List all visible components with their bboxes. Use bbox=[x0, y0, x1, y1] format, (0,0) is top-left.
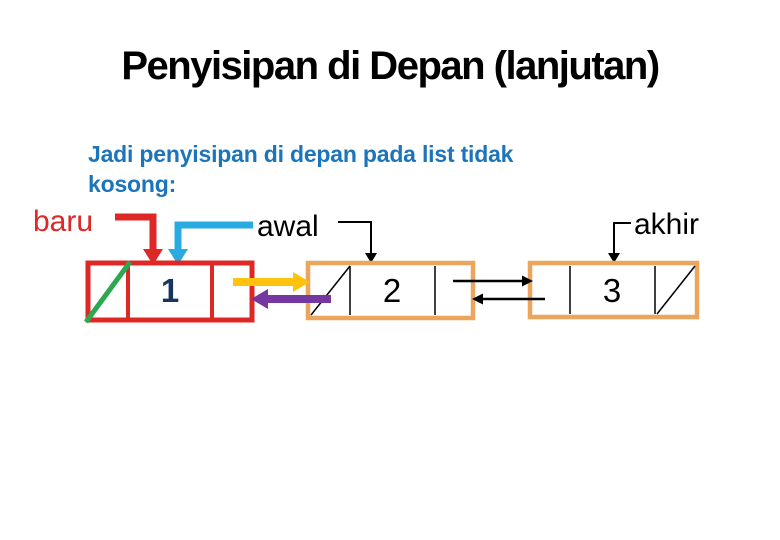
node-3: 3 bbox=[527, 260, 700, 320]
baru-pointer-arrowhead-icon bbox=[143, 249, 163, 265]
akhir-pointer-arrow bbox=[613, 222, 631, 255]
awal-pointer-arrow bbox=[174, 221, 253, 251]
slide-title: Penyisipan di Depan (lanjutan) bbox=[121, 44, 660, 88]
awal-old-pointer-arrowhead-icon bbox=[365, 253, 377, 263]
node-1-value: 1 bbox=[161, 272, 179, 309]
node-1: 1 bbox=[83, 260, 255, 324]
awal-old-pointer-arrow bbox=[338, 221, 372, 255]
node-1-null-prev-diagonal-icon bbox=[83, 260, 133, 324]
node-3-box bbox=[527, 260, 700, 320]
node3-prev-arrowhead-icon bbox=[472, 293, 483, 305]
node2-next-arrowhead-icon bbox=[522, 275, 533, 287]
node-3-value: 3 bbox=[603, 272, 621, 309]
subtitle: Jadi penyisipan di depan pada list tidak… bbox=[88, 139, 513, 199]
baru-label: baru bbox=[33, 205, 93, 238]
node-2-prev-diagonal-icon bbox=[310, 265, 351, 316]
subtitle-line-2: kosong: bbox=[88, 171, 177, 197]
node-2: 2 bbox=[305, 260, 476, 321]
node-2-box bbox=[305, 260, 476, 321]
awal-pointer-arrowhead-icon bbox=[168, 249, 188, 265]
node1-next-arrowhead-icon bbox=[293, 272, 310, 292]
node-2-value: 2 bbox=[383, 272, 401, 309]
baru-pointer-arrow bbox=[115, 213, 157, 251]
awal-label: awal bbox=[257, 210, 319, 243]
node2-prev-arrowhead-icon bbox=[251, 289, 268, 309]
akhir-label: akhir bbox=[634, 208, 699, 241]
node-1-box bbox=[85, 260, 255, 323]
node-3-null-next-diagonal-icon bbox=[656, 265, 696, 315]
akhir-pointer-arrowhead-icon bbox=[608, 253, 620, 263]
subtitle-line-1: Jadi penyisipan di depan pada list tidak bbox=[88, 141, 514, 167]
